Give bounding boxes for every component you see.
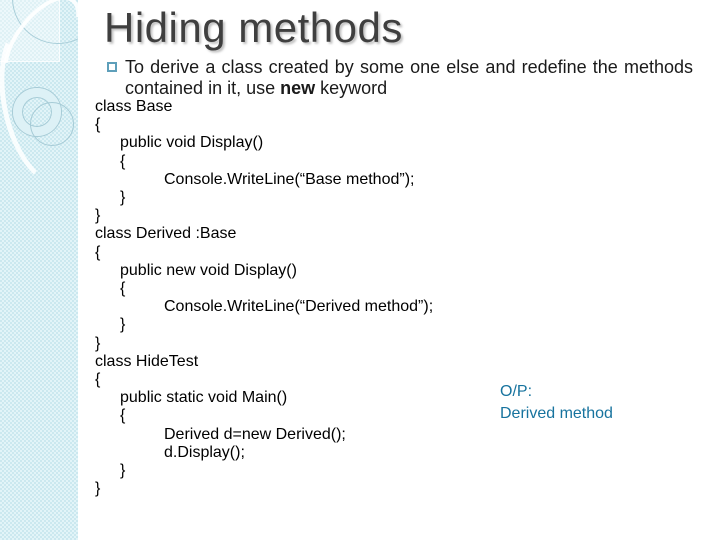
code-line: public void Display()	[120, 134, 264, 152]
code-line: class Base	[95, 98, 173, 115]
code-line: {	[120, 152, 126, 170]
code-block: class Base{public void Display(){Console…	[95, 98, 433, 498]
code-line: {	[95, 116, 101, 134]
bullet-text: To derive a class created by some one el…	[107, 57, 693, 99]
bullet-text-before: To derive a class created by some one el…	[125, 57, 693, 98]
code-line: }	[95, 207, 101, 225]
code-line: {	[120, 280, 126, 298]
code-line: Console.WriteLine(“Base method”);	[164, 170, 415, 188]
code-line: {	[95, 371, 101, 389]
code-line: }	[120, 462, 126, 480]
code-line: class HideTest	[95, 352, 199, 370]
output-block: O/P: Derived method	[500, 381, 613, 425]
code-line: }	[95, 334, 101, 352]
decorative-sidebar	[0, 0, 78, 540]
code-line: {	[95, 243, 101, 261]
code-line: }	[120, 189, 126, 207]
decoration-inner-circle	[30, 102, 74, 146]
output-label: O/P:	[500, 383, 533, 400]
bullet-square-icon	[107, 62, 117, 72]
code-line: }	[95, 480, 101, 498]
output-value: Derived method	[500, 405, 613, 422]
code-line: }	[120, 316, 126, 334]
code-line: {	[120, 407, 126, 425]
code-line: class Derived :Base	[95, 225, 237, 243]
bullet-text-after: keyword	[315, 78, 388, 98]
slide-title: Hiding methods	[104, 4, 403, 51]
code-line: Derived d=new Derived();	[164, 425, 346, 443]
code-line: d.Display();	[164, 443, 245, 461]
code-line: Console.WriteLine(“Derived method”);	[164, 298, 434, 316]
code-line: public static void Main()	[120, 389, 288, 407]
bullet-item: To derive a class created by some one el…	[107, 57, 693, 99]
code-line: public new void Display()	[120, 261, 297, 279]
bullet-text-keyword: new	[280, 78, 316, 98]
